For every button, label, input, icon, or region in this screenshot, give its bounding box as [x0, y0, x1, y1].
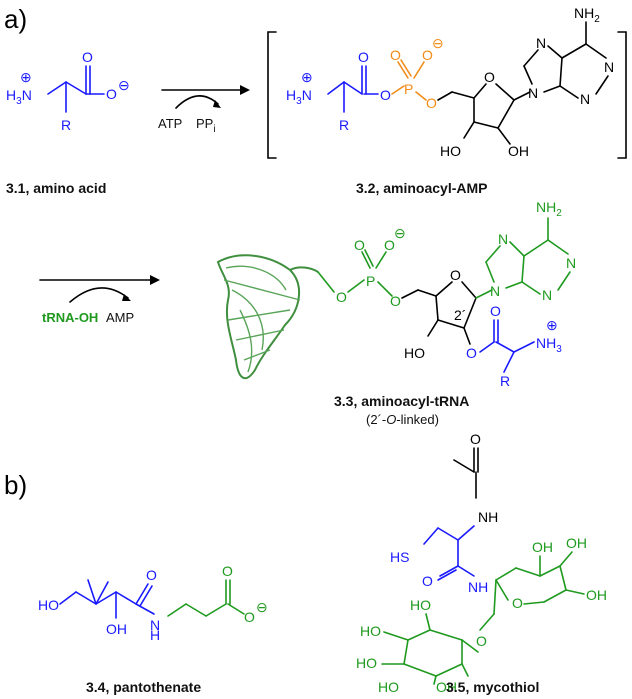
reagent-trna-oh: tRNA-OH: [42, 310, 98, 325]
oh-6: OH: [586, 587, 607, 603]
ho-inositol-4: HO: [378, 679, 399, 695]
panel-a-label: a): [4, 4, 27, 34]
compound-3-1-structure: H3N ⊕ R O O ⊖: [6, 49, 130, 133]
compound-3-4-structure: HO OH O N H O O ⊖: [38, 563, 268, 643]
oh-4: OH: [566, 535, 587, 551]
reagent-ppi: PPi: [196, 116, 216, 135]
trna-o: O: [336, 289, 347, 305]
n3: N: [580, 91, 590, 107]
ring-o: O: [512, 595, 523, 611]
nh3-group: NH3: [536, 335, 562, 355]
ring-o: O: [450, 267, 461, 283]
r-group: R: [500, 373, 510, 389]
two-prime-label: 2´: [454, 307, 466, 323]
amide-nh: NH: [468, 579, 488, 595]
compound-3-2-label: 3.2, aminoacyl-AMP: [356, 180, 488, 196]
amide-h: H: [150, 627, 160, 643]
phosphorus-atom: P: [366, 273, 375, 289]
trna-structure-image: [216, 254, 319, 380]
ester-o: O: [380, 87, 391, 103]
n7: N: [498, 231, 508, 247]
h3n-atom: H3N: [6, 87, 32, 107]
reagent-amp: AMP: [106, 310, 134, 325]
ring-o: O: [484, 69, 495, 85]
n7: N: [536, 35, 546, 51]
carboxylate-o: O: [244, 609, 255, 625]
glycosidic-o: O: [476, 633, 487, 649]
ho-inositol-3: HO: [356, 655, 377, 671]
oh-3: OH: [532, 539, 553, 555]
nh2-group: NH2: [574, 5, 600, 25]
n9: N: [490, 283, 500, 299]
amide-o: O: [146, 567, 157, 583]
ribose-5-o: O: [426, 95, 437, 111]
phosphate-o-minus: O: [384, 237, 395, 253]
ho-3: HO: [440, 143, 461, 159]
compound-3-4-label: 3.4, pantothenate: [86, 679, 201, 695]
oh-inositol-5: OH: [436, 679, 457, 695]
r-group: R: [61, 117, 71, 133]
carbonyl-o: O: [82, 49, 93, 65]
acetamide-nh: NH: [478, 509, 498, 525]
oh-secondary: OH: [106, 621, 127, 637]
bracket-right: [617, 31, 627, 159]
carbonyl-o: O: [358, 49, 369, 65]
minus-charge: ⊖: [394, 225, 406, 241]
bracket-left: [267, 31, 277, 159]
carbonyl-o: O: [490, 303, 501, 319]
amide-nh: N: [150, 617, 160, 633]
minus-charge: ⊖: [118, 77, 130, 93]
ho-terminal: HO: [38, 597, 59, 613]
plus-charge: ⊕: [301, 69, 313, 85]
ho-3: HO: [404, 345, 425, 361]
reaction-arrow-2: [39, 275, 160, 303]
h3n-atom: H3N: [286, 87, 312, 107]
phosphate-o: O: [354, 237, 365, 253]
ester-o: O: [466, 345, 477, 361]
phosphorus-atom: P: [404, 81, 413, 97]
compound-3-3-label: 3.3, aminoacyl-tRNA: [334, 393, 469, 409]
n1: N: [604, 59, 614, 75]
ho-inositol-2: HO: [360, 623, 381, 639]
n1: N: [566, 255, 576, 271]
amide-o: O: [422, 573, 433, 589]
nh2-group: NH2: [536, 199, 562, 219]
reagent-atp: ATP: [158, 116, 182, 131]
oh-2: OH: [508, 143, 529, 159]
carboxylate-o: O: [106, 86, 117, 102]
plus-charge: ⊕: [20, 69, 32, 85]
ribose-5-o: O: [390, 293, 401, 309]
thiol-hs: HS: [390, 549, 409, 565]
compound-3-3-sublabel: (2´-O-linked): [366, 412, 439, 427]
compound-3-1-label: 3.1, amino acid: [6, 180, 106, 196]
phosphate-o-minus: O: [422, 47, 433, 63]
panel-b-label: b): [4, 470, 27, 500]
ho-inositol-1: HO: [410, 597, 431, 613]
compound-3-3-structure: O P O O ⊖ O O 2´ HO O O NH3 ⊕ R N: [317, 199, 576, 389]
compound-3-5-label: 3.5, mycothiol: [446, 679, 539, 695]
phosphate-o: O: [390, 47, 401, 63]
reaction-arrow-1: [161, 85, 250, 109]
plus-charge: ⊕: [546, 317, 558, 333]
compound-3-2-structure: H3N ⊕ R O O P O O ⊖ O O HO OH N: [286, 5, 614, 159]
n9: N: [528, 85, 538, 101]
n3: N: [542, 287, 552, 303]
minus-charge: ⊖: [432, 35, 444, 51]
carbonyl-o: O: [222, 563, 233, 579]
acetyl-o: O: [470, 431, 481, 447]
minus-charge: ⊖: [256, 599, 268, 615]
r-group: R: [339, 117, 349, 133]
compound-3-5-structure: O NH HS O NH O OH OH OH O: [356, 431, 607, 695]
